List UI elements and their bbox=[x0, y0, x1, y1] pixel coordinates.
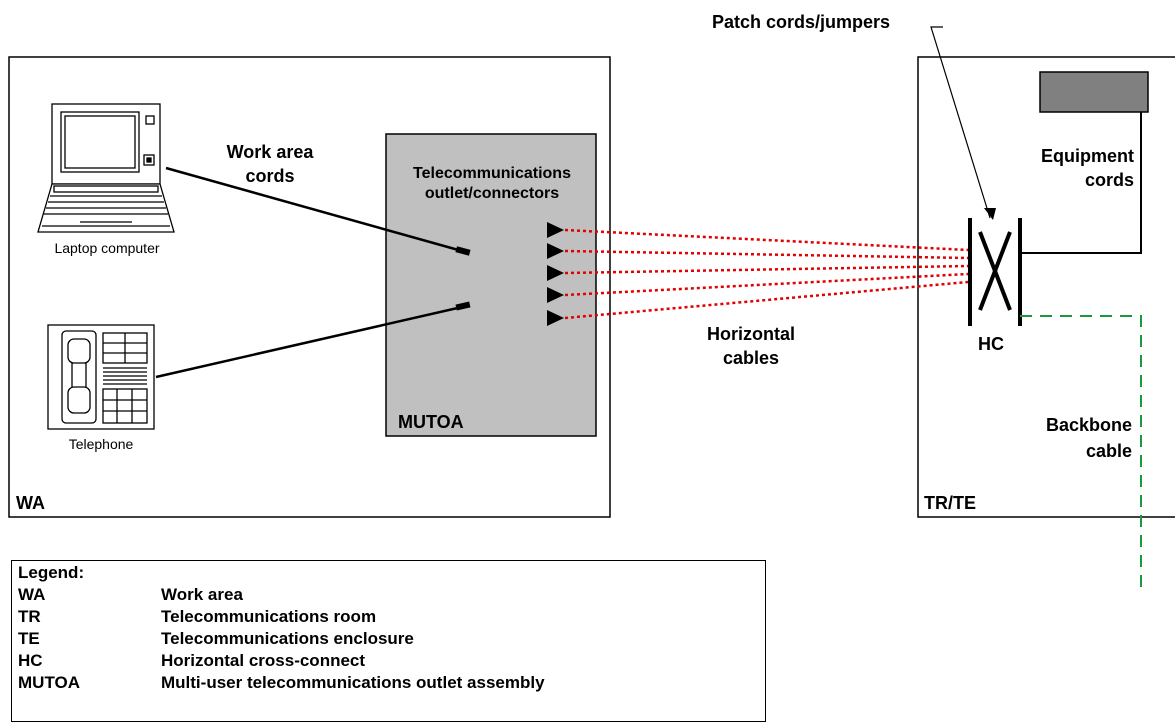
work-area-cord-laptop bbox=[165, 166, 463, 253]
legend-abbr: TR bbox=[18, 607, 41, 626]
trte-label: TR/TE bbox=[924, 493, 976, 513]
legend-box: Legend: WA Work area TR Telecommunications… bbox=[11, 560, 766, 722]
laptop-icon bbox=[37, 103, 175, 233]
outlet-label: Telecommunications outlet/connectors bbox=[392, 164, 592, 204]
telephone-label: Telephone bbox=[68, 436, 134, 452]
outlet-connectors bbox=[547, 222, 564, 326]
legend-entry: TR Telecommunications room bbox=[18, 607, 376, 627]
legend-abbr: HC bbox=[18, 651, 43, 670]
horizontal-cables-line2: cables bbox=[722, 348, 780, 368]
hc-label: HC bbox=[978, 334, 1004, 354]
backbone-cable-line1: Backbone bbox=[1045, 415, 1132, 435]
legend-entry: TE Telecommunications enclosure bbox=[18, 629, 414, 649]
equipment-unit bbox=[1039, 71, 1149, 113]
legend-abbr: TE bbox=[18, 629, 40, 648]
wa-label: WA bbox=[16, 493, 45, 513]
legend-meaning: Horizontal cross-connect bbox=[161, 651, 366, 670]
horizontal-cables-line1: Horizontal bbox=[707, 324, 795, 344]
work-area-cord-phone bbox=[155, 305, 463, 379]
laptop-label: Laptop computer bbox=[54, 240, 160, 256]
mutoa-label: MUTOA bbox=[398, 412, 464, 432]
patch-cords-arrowhead bbox=[984, 208, 996, 220]
legend-entry: MUTOA Multi-user telecommunications outle… bbox=[18, 673, 545, 693]
equipment-cords-line2: cords bbox=[1084, 170, 1134, 190]
connector-plug bbox=[455, 246, 471, 256]
outlet-label-line1: Telecommunications bbox=[413, 165, 571, 182]
connector-plug bbox=[455, 301, 471, 311]
work-area-box bbox=[8, 56, 611, 518]
work-area-cords-label: Work area cords bbox=[205, 140, 335, 188]
backbone-cable bbox=[1020, 315, 1142, 590]
work-area-cords-line2: cords bbox=[245, 166, 295, 186]
legend-meaning: Telecommunications room bbox=[161, 607, 377, 626]
work-area-cords-line1: Work area bbox=[226, 142, 314, 162]
equipment-cord bbox=[1020, 112, 1142, 254]
outlet-label-line2: outlet/connectors bbox=[424, 185, 560, 202]
patch-cords-label: Patch cords/jumpers bbox=[712, 12, 891, 32]
legend-abbr: MUTOA bbox=[18, 673, 81, 692]
horizontal-cables-label: Horizontal cables bbox=[686, 322, 816, 370]
legend-title: Legend: bbox=[18, 563, 85, 582]
patch-cords-leader bbox=[930, 26, 991, 219]
backbone-cable-label: Backbone cable bbox=[1000, 412, 1132, 464]
mutoa-box bbox=[385, 133, 597, 437]
legend-entry: WA Work area bbox=[18, 585, 243, 605]
legend-abbr: WA bbox=[18, 585, 46, 604]
backbone-cable-line2: cable bbox=[1085, 441, 1132, 461]
legend-entry: HC Horizontal cross-connect bbox=[18, 651, 365, 671]
legend-meaning: Multi-user telecommunications outlet ass… bbox=[161, 673, 545, 692]
telephone-icon bbox=[47, 324, 155, 430]
equipment-cords-line1: Equipment bbox=[1041, 146, 1134, 166]
legend-meaning: Telecommunications enclosure bbox=[161, 629, 414, 648]
horizontal-cross-connect bbox=[968, 218, 1022, 326]
equipment-cords-label: Equipment cords bbox=[992, 144, 1134, 192]
legend-meaning: Work area bbox=[161, 585, 243, 604]
horizontal-cables bbox=[564, 228, 969, 320]
